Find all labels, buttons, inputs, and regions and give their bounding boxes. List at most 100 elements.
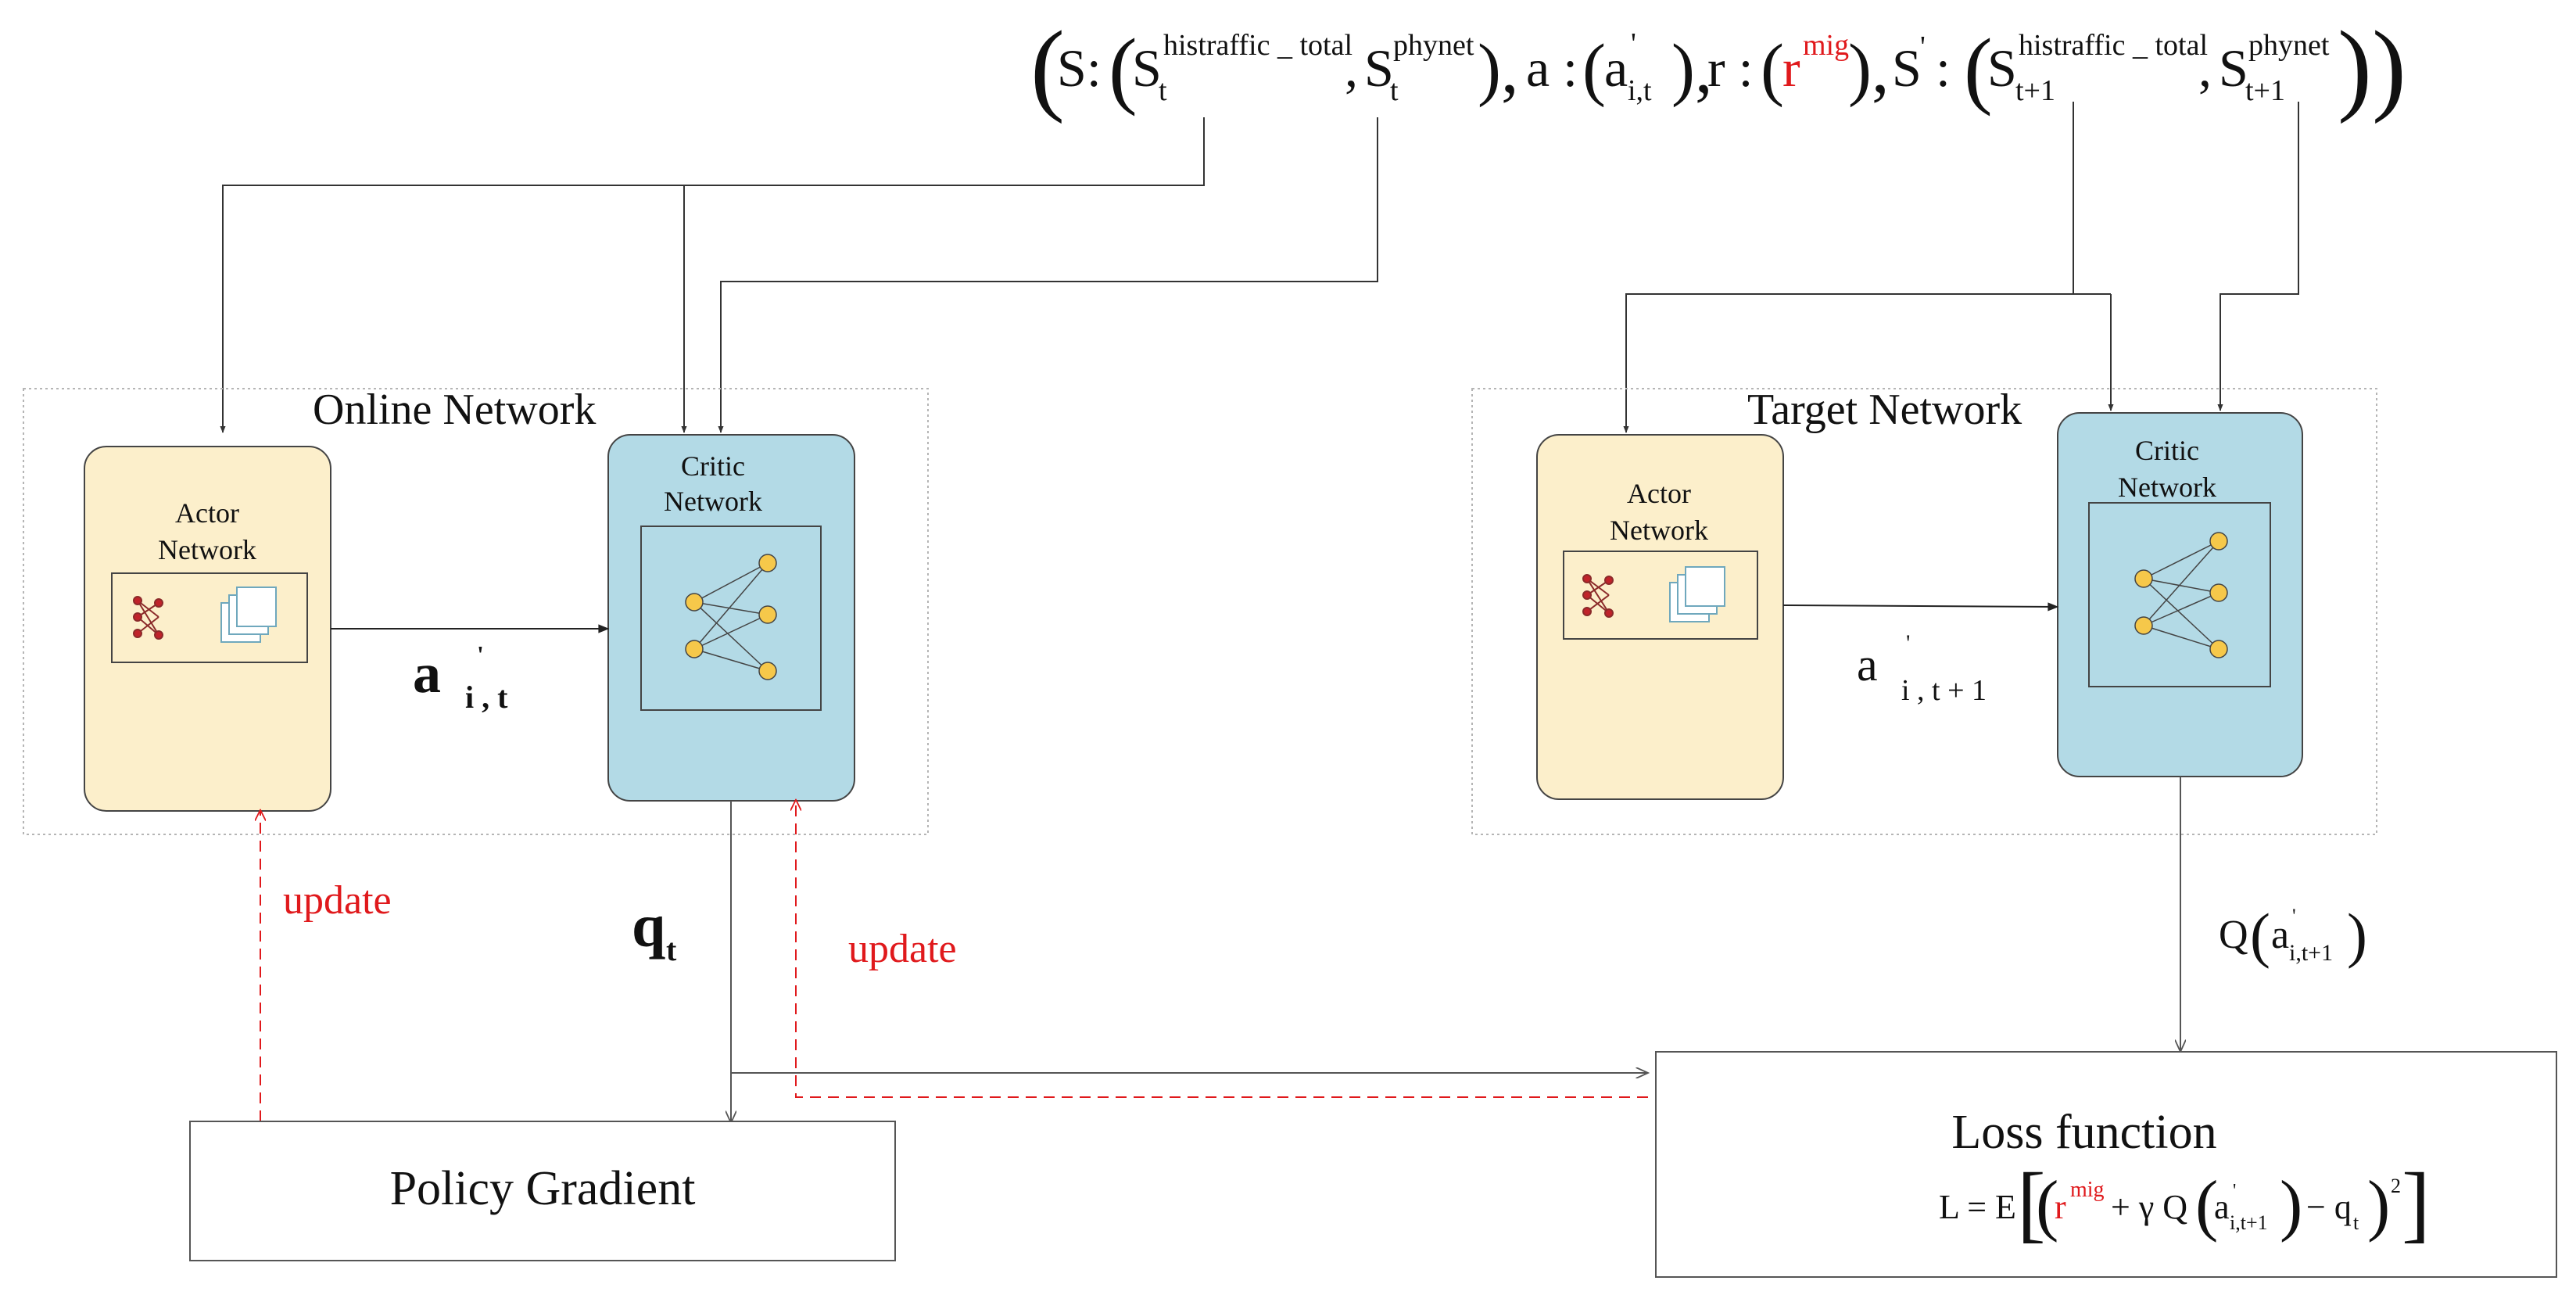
next-state-open-paren: ( [1964, 21, 1993, 117]
state-comma: , [1345, 38, 1358, 98]
neural-net-icon [2134, 532, 2228, 658]
svg-text:): ) [2367, 1168, 2390, 1243]
svg-text:): ) [2280, 1168, 2302, 1243]
svg-text:(: ( [2036, 1168, 2058, 1243]
online-traffic-line [220, 117, 1205, 433]
svg-text:Q: Q [2219, 913, 2248, 957]
svg-text:): ) [2347, 901, 2367, 969]
next-state-comma: , [2198, 38, 2212, 98]
small-network-icon [1582, 574, 1614, 618]
tuple-open-paren: ( [1030, 9, 1065, 124]
target-actor-inner [1563, 551, 1758, 640]
action-base: a [1604, 38, 1628, 98]
policy-gradient-label: Policy Gradient [390, 1162, 696, 1215]
target-action-arrow [1782, 602, 2059, 612]
svg-text:a: a [1857, 639, 1878, 691]
svg-text:L = E: L = E [1939, 1188, 2016, 1226]
online-phynet-line [718, 117, 1378, 433]
update-lines [260, 801, 1648, 1121]
online-critic-label-2: Network [664, 486, 762, 517]
target-actor-label-1: Actor [1627, 478, 1691, 509]
stacked-layers-icon [1669, 566, 1725, 622]
target-q-label: Q ( a ' i,t+1 ) [2219, 901, 2367, 969]
svg-text:i , t: i , t [465, 680, 508, 715]
state-traffic-sup: histraffic _ total [1163, 29, 1352, 62]
qt-label: q t [632, 891, 677, 967]
loss-function-title: Loss function [1951, 1106, 2216, 1159]
target-traffic-line [1623, 102, 2074, 433]
next-state-traffic-base: S [1987, 38, 2017, 98]
action-close-paren: ), [1671, 30, 1712, 108]
online-critic-output [731, 801, 1648, 1123]
target-critic-label-1: Critic [2135, 435, 2199, 466]
loss-formula: L = E [ ( r mig + γ Q ( a ' i,t+1 ) − q … [1939, 1155, 2431, 1250]
next-state-prime: ' [1920, 30, 1926, 63]
target-actor-box [1536, 434, 1784, 800]
policy-gradient: Policy Gradient [189, 1121, 896, 1261]
state-open-paren: ( [1109, 21, 1138, 117]
online-actor-label-1: Actor [175, 497, 239, 529]
target-critic-inner [2088, 502, 2271, 687]
online-critic-inner [640, 526, 822, 711]
online-action-label: a ' i , t [413, 640, 508, 715]
reward-sup: mig [1803, 29, 1849, 62]
target-critic-label-2: Network [2118, 472, 2216, 503]
next-state-traffic-sub: t+1 [2015, 74, 2055, 107]
svg-text:]: ] [2402, 1155, 2431, 1250]
svg-text:': ' [2292, 905, 2296, 927]
svg-text:': ' [1906, 630, 1910, 656]
reward-base: r [1782, 38, 1800, 98]
target-input-lines [1623, 102, 2299, 433]
svg-text:a: a [2214, 1188, 2230, 1226]
svg-text:': ' [477, 640, 484, 669]
svg-text:− q: − q [2306, 1188, 2352, 1226]
svg-text:a: a [413, 642, 441, 705]
small-network-icon [133, 596, 163, 640]
state-label: S: [1057, 38, 1102, 98]
state-phynet-base: S [1364, 38, 1394, 98]
svg-text:a: a [2271, 913, 2289, 957]
next-state-phynet-base: S [2219, 38, 2248, 98]
online-network: Online Network Actor Network [23, 386, 929, 835]
critic-update-label: update [848, 927, 957, 971]
online-actor-inner [111, 572, 308, 663]
critic-update-line [796, 801, 1648, 1098]
transition-formula: ( S: ( S histraffic _ total t , S phynet… [1030, 9, 2406, 124]
reward-close-paren: ), [1848, 30, 1889, 108]
next-state-phynet-sup: phynet [2248, 29, 2330, 62]
loss-function: Loss function L = E [ ( r mig + γ Q ( a … [1655, 1051, 2557, 1278]
online-network-border [23, 388, 929, 835]
next-state-colon: : [1936, 38, 1951, 98]
state-traffic-sub: t [1159, 74, 1167, 107]
svg-text:': ' [2233, 1181, 2236, 1201]
svg-text:i , t + 1: i , t + 1 [1901, 674, 1987, 707]
actor-update-label: update [283, 878, 392, 923]
state-phynet-sup: phynet [1393, 29, 1474, 62]
svg-text:q: q [632, 891, 665, 960]
stacked-layers-icon [220, 587, 277, 643]
tuple-close-paren: )) [2338, 9, 2406, 124]
next-state-phynet-sub: t+1 [2245, 74, 2285, 107]
target-network-border [1471, 388, 2377, 835]
target-action-label: a ' i , t + 1 [1857, 630, 1987, 707]
loss-function-box [1655, 1051, 2557, 1278]
target-phynet-line [2217, 102, 2299, 411]
target-critic: Critic Network [2057, 412, 2303, 777]
online-critic-label-1: Critic [681, 450, 745, 482]
svg-text:2: 2 [2391, 1175, 2401, 1197]
online-input-lines [220, 117, 1378, 433]
target-actor: Actor Network [1536, 434, 1784, 800]
svg-text:[: [ [2017, 1155, 2046, 1250]
target-actor-label-2: Network [1610, 515, 1708, 546]
online-critic: Critic Network [607, 434, 855, 802]
reward-open-paren: ( [1761, 30, 1784, 108]
svg-text:mig: mig [2070, 1178, 2105, 1202]
target-critic-box [2057, 412, 2303, 777]
state-phynet-sub: t [1390, 74, 1399, 107]
svg-text:i,t+1: i,t+1 [2230, 1211, 2268, 1234]
next-state-traffic-sup: histraffic _ total [2019, 29, 2208, 62]
online-actor-label-2: Network [158, 534, 256, 565]
online-actor: Actor Network [84, 446, 331, 812]
state-close-paren: ), [1478, 30, 1518, 108]
svg-text:(: ( [2195, 1168, 2218, 1243]
